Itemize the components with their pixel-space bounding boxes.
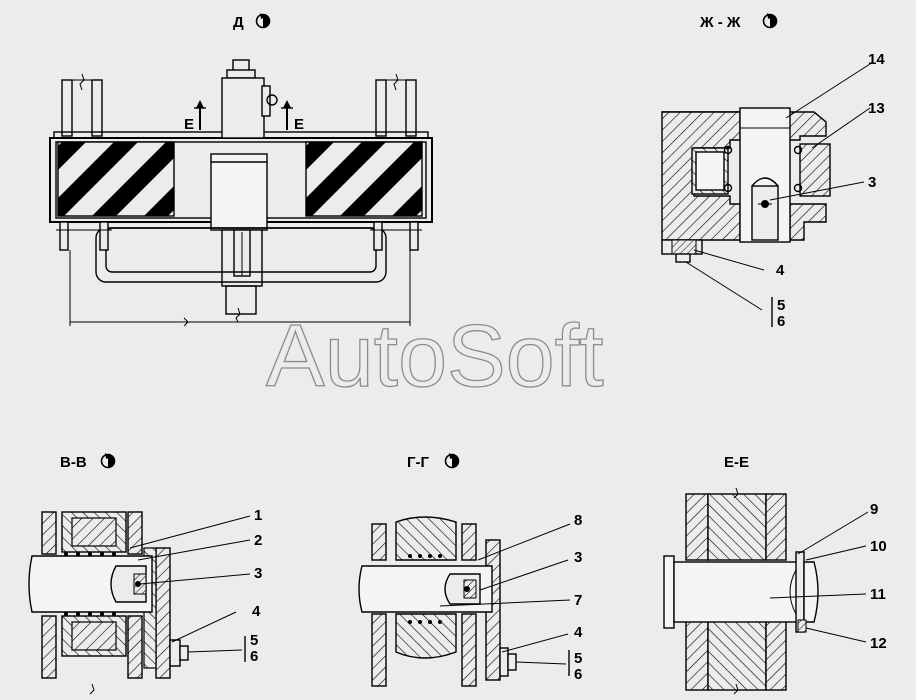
callout-5: 5 [250,632,258,649]
callout-5: 5 [777,297,785,314]
callout-8: 8 [574,512,582,529]
section-mark-left: Е [184,116,194,133]
callout-3: 3 [254,565,262,582]
view-e-title: Е-Е [724,454,749,471]
callout-7: 7 [574,592,582,609]
hazard-stripes-left [58,142,174,216]
callout-6: 6 [250,648,258,665]
callout-3: 3 [574,549,582,566]
view-g-title: Г-Г [407,454,429,471]
callout-9: 9 [870,501,878,518]
view-e: Е-Е 9 10 11 12 [663,454,887,695]
view-d: Д [49,12,433,327]
callout-4: 4 [776,262,785,279]
rotation-sign-icon [255,12,271,29]
callout-6: 6 [777,313,785,330]
watermark: AutoSoft [266,306,604,405]
rotation-sign-icon [762,12,778,29]
hazard-stripes-right [306,142,422,216]
callout-12: 12 [870,635,887,652]
view-g: Г-Г 8 3 7 4 5 [358,452,583,687]
rotation-sign-icon [444,452,460,469]
callout-14: 14 [868,51,885,68]
callout-4: 4 [252,603,261,620]
callout-11: 11 [870,586,886,603]
view-zh-title: Ж - Ж [699,14,741,31]
callout-4: 4 [574,624,583,641]
view-zh: Ж - Ж 14 13 3 4 5 [661,12,885,330]
callout-10: 10 [870,538,887,555]
callout-2: 2 [254,532,262,549]
callout-1: 1 [254,507,262,524]
callout-3: 3 [868,174,876,191]
callout-13: 13 [868,100,885,117]
view-v-title: В-В [60,454,87,471]
rotation-sign-icon [100,452,116,469]
view-v: В-В [28,452,262,695]
callout-6: 6 [574,666,582,683]
section-mark-right: Е [294,116,304,133]
callout-5: 5 [574,650,582,667]
view-d-title: Д [233,14,244,31]
